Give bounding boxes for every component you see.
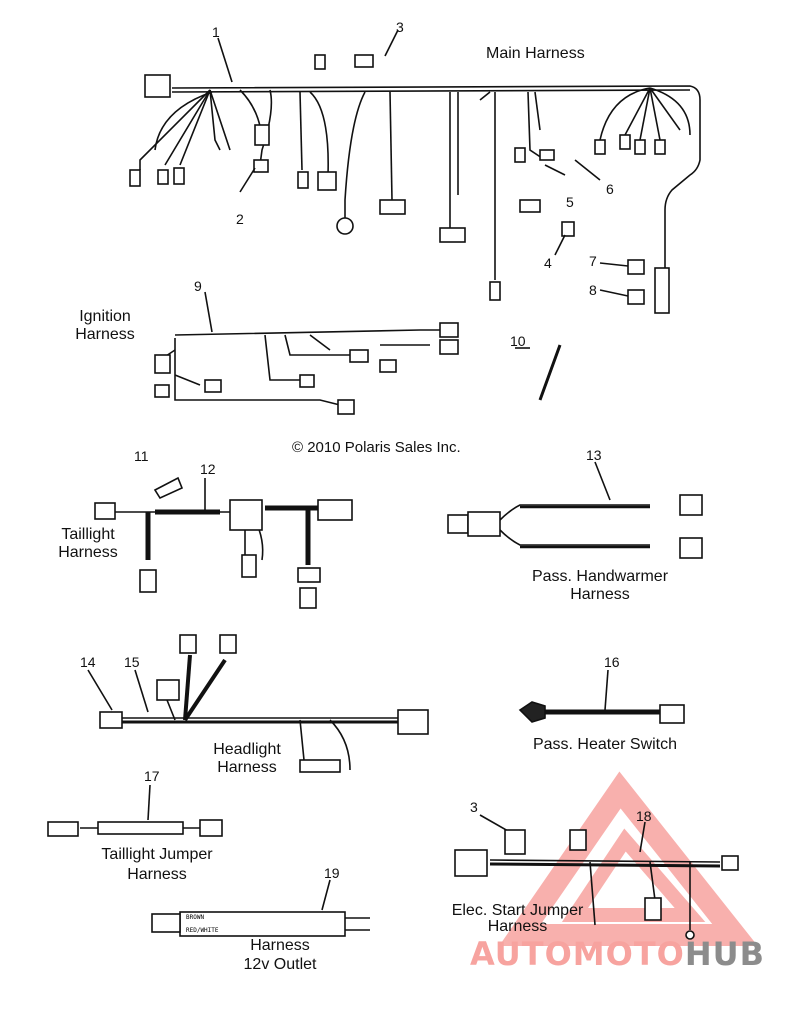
- callout-16: 16: [604, 654, 620, 670]
- wire-label-brown: BROWN: [186, 914, 204, 921]
- label-outlet-1: Harness: [250, 937, 310, 954]
- taillight-jumper-lines: [47, 784, 223, 837]
- watermark-logo: AUTOMOTOHUB: [470, 935, 765, 973]
- main-harness-lines: [129, 29, 701, 314]
- callout-3b: 3: [470, 799, 478, 815]
- callout-17: 17: [144, 768, 160, 784]
- label-taillight-2: Harness: [58, 544, 118, 561]
- callout-14: 14: [80, 654, 96, 670]
- watermark-part1: AUTOMOTO: [470, 935, 685, 973]
- callout-1: 1: [212, 24, 220, 40]
- taillight-harness-lines: [94, 476, 353, 609]
- callout-15: 15: [124, 654, 140, 670]
- label-ignition-2: Harness: [75, 326, 135, 343]
- label-ignition-1: Ignition: [79, 308, 131, 325]
- label-outlet-2: 12v Outlet: [243, 956, 317, 973]
- callout-9: 9: [194, 278, 202, 294]
- callout-5: 5: [566, 194, 574, 210]
- ignition-harness-lines: [154, 291, 562, 415]
- label-elec-start-2: Harness: [487, 918, 548, 935]
- callout-8: 8: [589, 282, 597, 298]
- callout-4: 4: [544, 255, 552, 271]
- callout-10: 10: [510, 333, 526, 349]
- headlight-harness-lines: [87, 634, 429, 773]
- elec-start-jumper-lines: [454, 814, 739, 940]
- watermark-triangle: [499, 771, 758, 946]
- label-headlight-2: Harness: [217, 759, 277, 776]
- label-tl-jumper-1: Taillight Jumper: [101, 846, 213, 863]
- copyright-text: © 2010 Polaris Sales Inc.: [292, 439, 461, 456]
- wire-label-red-white: RED/WHITE: [186, 927, 219, 934]
- callout-3: 3: [396, 19, 404, 35]
- callout-7: 7: [589, 253, 597, 269]
- label-heater-switch: Pass. Heater Switch: [532, 736, 678, 753]
- callout-13: 13: [586, 447, 602, 463]
- handwarmer-harness-lines: [447, 461, 703, 559]
- callout-18: 18: [636, 808, 652, 824]
- watermark-part2: HUB: [684, 935, 766, 973]
- label-taillight-1: Taillight: [61, 526, 115, 543]
- callout-11: 11: [134, 448, 149, 464]
- heater-switch-lines: [518, 669, 685, 724]
- label-elec-start-1: Elec. Start Jumper: [451, 902, 584, 919]
- callout-6: 6: [606, 181, 614, 197]
- label-handwarmer-2: Harness: [570, 586, 630, 603]
- label-main-harness: Main Harness: [486, 45, 585, 62]
- callout-2: 2: [236, 211, 244, 227]
- outlet-harness-lines: [151, 879, 370, 937]
- label-headlight-1: Headlight: [213, 741, 281, 758]
- label-handwarmer-1: Pass. Handwarmer: [531, 568, 669, 585]
- label-tl-jumper-2: Harness: [127, 866, 187, 883]
- callout-12: 12: [200, 461, 216, 477]
- callout-19: 19: [324, 865, 340, 881]
